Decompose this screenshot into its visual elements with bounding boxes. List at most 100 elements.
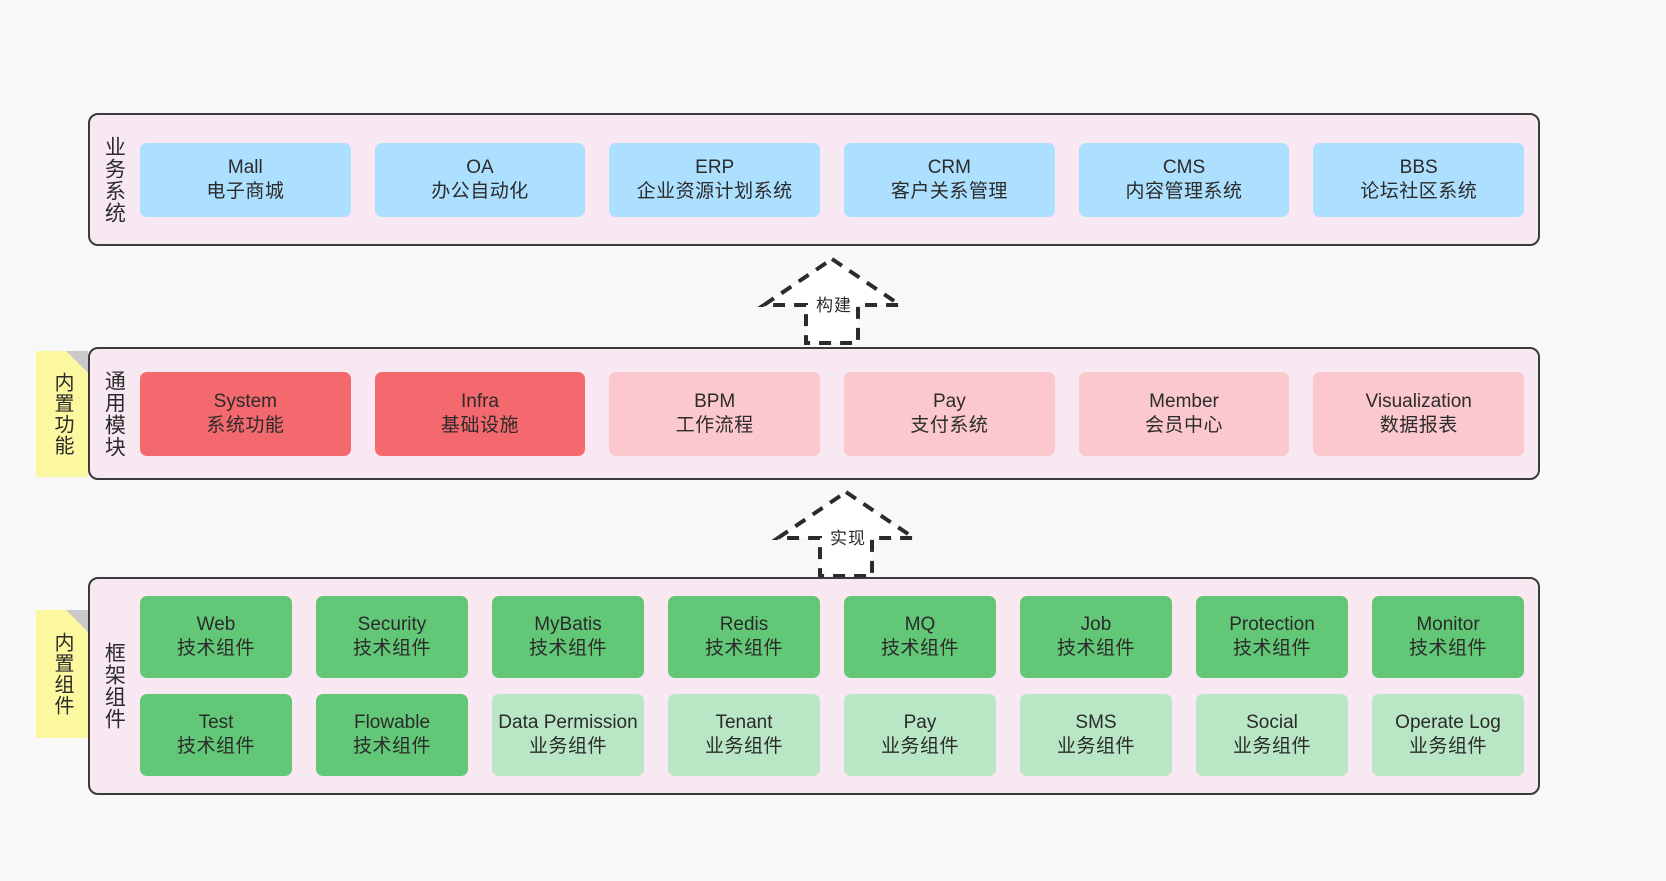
card-title-en: Tenant — [715, 712, 773, 734]
card-title-cn: 客户关系管理 — [890, 180, 1008, 202]
card-protection[interactable]: Protection 技术组件 — [1196, 596, 1348, 678]
note-builtin-functions: 内置功能 — [36, 351, 88, 477]
card-title-en: MQ — [904, 614, 936, 636]
card-title-cn: 工作流程 — [675, 414, 754, 436]
card-title-en: CMS — [1162, 156, 1206, 178]
card-title-en: Redis — [719, 614, 769, 636]
card-title-en: Web — [196, 614, 236, 636]
card-redis[interactable]: Redis 技术组件 — [668, 596, 820, 678]
layer-common-module: 通用模块 System 系统功能 Infra 基础设施 BPM 工作流程 Pay — [88, 347, 1540, 480]
card-grid-common: System 系统功能 Infra 基础设施 BPM 工作流程 Pay 支付系统… — [136, 349, 1538, 478]
card-title-en: OA — [466, 156, 494, 178]
layer-title-framework: 框架组件 — [102, 642, 126, 730]
dashed-up-arrow-icon — [771, 489, 921, 578]
card-web[interactable]: Web 技术组件 — [140, 596, 292, 678]
card-title-cn: 数据报表 — [1379, 414, 1458, 436]
card-crm[interactable]: CRM 客户关系管理 — [844, 142, 1055, 217]
card-title-en: BPM — [694, 390, 736, 412]
card-title-cn: 系统功能 — [206, 414, 285, 436]
card-title-cn: 基础设施 — [441, 414, 520, 436]
card-pay-component[interactable]: Pay 业务组件 — [844, 694, 996, 776]
card-mall[interactable]: Mall 电子商城 — [140, 142, 351, 217]
card-title-en: Mall — [227, 156, 263, 178]
card-title-cn: 电子商城 — [206, 180, 285, 202]
card-flowable[interactable]: Flowable 技术组件 — [316, 694, 468, 776]
card-title-cn: 企业资源计划系统 — [636, 180, 793, 202]
card-title-cn: 技术组件 — [880, 638, 959, 659]
card-title-cn: 业务组件 — [880, 736, 959, 757]
card-title-en: Operate Log — [1395, 712, 1501, 734]
card-title-en: System — [213, 390, 278, 412]
card-data-permission[interactable]: Data Permission 业务组件 — [492, 694, 644, 776]
card-title-en: Infra — [460, 390, 500, 412]
card-job[interactable]: Job 技术组件 — [1020, 596, 1172, 678]
dashed-up-arrow-icon — [757, 256, 907, 345]
arrow-implement: 实现 — [766, 488, 926, 578]
card-title-cn: 业务组件 — [704, 736, 783, 757]
card-mq[interactable]: MQ 技术组件 — [844, 596, 996, 678]
card-title-cn: 技术组件 — [1056, 638, 1135, 659]
card-title-en: BBS — [1399, 156, 1438, 178]
arrow-label-build: 构建 — [816, 296, 852, 315]
card-title-en: Social — [1246, 712, 1298, 734]
card-title-cn: 技术组件 — [176, 736, 255, 757]
card-title-cn: 技术组件 — [176, 638, 255, 659]
card-title-cn: 会员中心 — [1145, 414, 1224, 436]
card-bbs[interactable]: BBS 论坛社区系统 — [1313, 142, 1525, 217]
card-security[interactable]: Security 技术组件 — [316, 596, 468, 678]
card-title-en: Member — [1149, 390, 1219, 412]
card-bpm[interactable]: BPM 工作流程 — [609, 371, 821, 456]
layer-title-common: 通用模块 — [102, 369, 126, 458]
card-title-en: Flowable — [353, 712, 431, 734]
note-label: 内置功能 — [51, 372, 73, 456]
note-label: 内置组件 — [51, 632, 73, 716]
card-test[interactable]: Test 技术组件 — [140, 694, 292, 776]
card-title-en: Protection — [1229, 614, 1315, 636]
card-title-cn: 技术组件 — [1408, 638, 1487, 659]
card-title-en: MyBatis — [534, 614, 602, 636]
card-title-cn: 业务组件 — [1232, 736, 1311, 757]
card-title-en: CRM — [927, 156, 971, 178]
card-title-en: Visualization — [1365, 390, 1472, 412]
card-title-cn: 技术组件 — [528, 638, 607, 659]
card-pay-module[interactable]: Pay 支付系统 — [844, 371, 1055, 456]
card-mybatis[interactable]: MyBatis 技术组件 — [492, 596, 644, 678]
card-row: Web 技术组件 Security 技术组件 MyBatis 技术组件 Redi… — [140, 596, 1524, 678]
card-title-cn: 技术组件 — [1232, 638, 1311, 659]
card-title-en: Pay — [903, 712, 937, 734]
arrow-label-implement: 实现 — [830, 529, 866, 548]
card-title-cn: 论坛社区系统 — [1360, 180, 1478, 202]
card-title-cn: 内容管理系统 — [1125, 180, 1243, 202]
card-oa[interactable]: OA 办公自动化 — [374, 142, 586, 217]
layer-title-business: 业务系统 — [102, 135, 126, 224]
card-title-cn: 技术组件 — [704, 638, 783, 659]
card-title-en: Pay — [932, 390, 966, 412]
card-title-cn: 业务组件 — [1408, 736, 1487, 757]
card-social[interactable]: Social 业务组件 — [1196, 694, 1348, 776]
note-builtin-components: 内置组件 — [36, 610, 88, 738]
card-tenant[interactable]: Tenant 业务组件 — [668, 694, 820, 776]
card-operate-log[interactable]: Operate Log 业务组件 — [1372, 694, 1524, 776]
card-grid-framework: Web 技术组件 Security 技术组件 MyBatis 技术组件 Redi… — [136, 579, 1538, 793]
card-title-en: Job — [1080, 614, 1112, 636]
card-infra[interactable]: Infra 基础设施 — [374, 371, 586, 456]
card-cms[interactable]: CMS 内容管理系统 — [1078, 142, 1290, 217]
card-title-en: Test — [198, 712, 234, 734]
card-sms[interactable]: SMS 业务组件 — [1020, 694, 1172, 776]
card-title-en: Data Permission — [498, 712, 638, 734]
card-row: System 系统功能 Infra 基础设施 BPM 工作流程 Pay 支付系统… — [140, 371, 1525, 456]
card-monitor[interactable]: Monitor 技术组件 — [1372, 596, 1524, 678]
card-row: Mall 电子商城 OA 办公自动化 ERP 企业资源计划系统 CRM 客户关系… — [140, 142, 1525, 217]
card-title-en: SMS — [1075, 712, 1117, 734]
card-title-cn: 技术组件 — [352, 638, 431, 659]
card-member[interactable]: Member 会员中心 — [1078, 371, 1290, 456]
layer-business-system: 业务系统 Mall 电子商城 OA 办公自动化 ERP 企业资源计划系统 CRM — [88, 113, 1540, 246]
card-title-en: Monitor — [1416, 614, 1480, 636]
card-visualization[interactable]: Visualization 数据报表 — [1313, 371, 1525, 456]
card-system[interactable]: System 系统功能 — [140, 371, 351, 456]
card-erp[interactable]: ERP 企业资源计划系统 — [609, 142, 821, 217]
card-title-cn: 业务组件 — [1056, 736, 1135, 757]
card-title-cn: 支付系统 — [910, 414, 989, 436]
card-title-cn: 业务组件 — [528, 736, 607, 757]
